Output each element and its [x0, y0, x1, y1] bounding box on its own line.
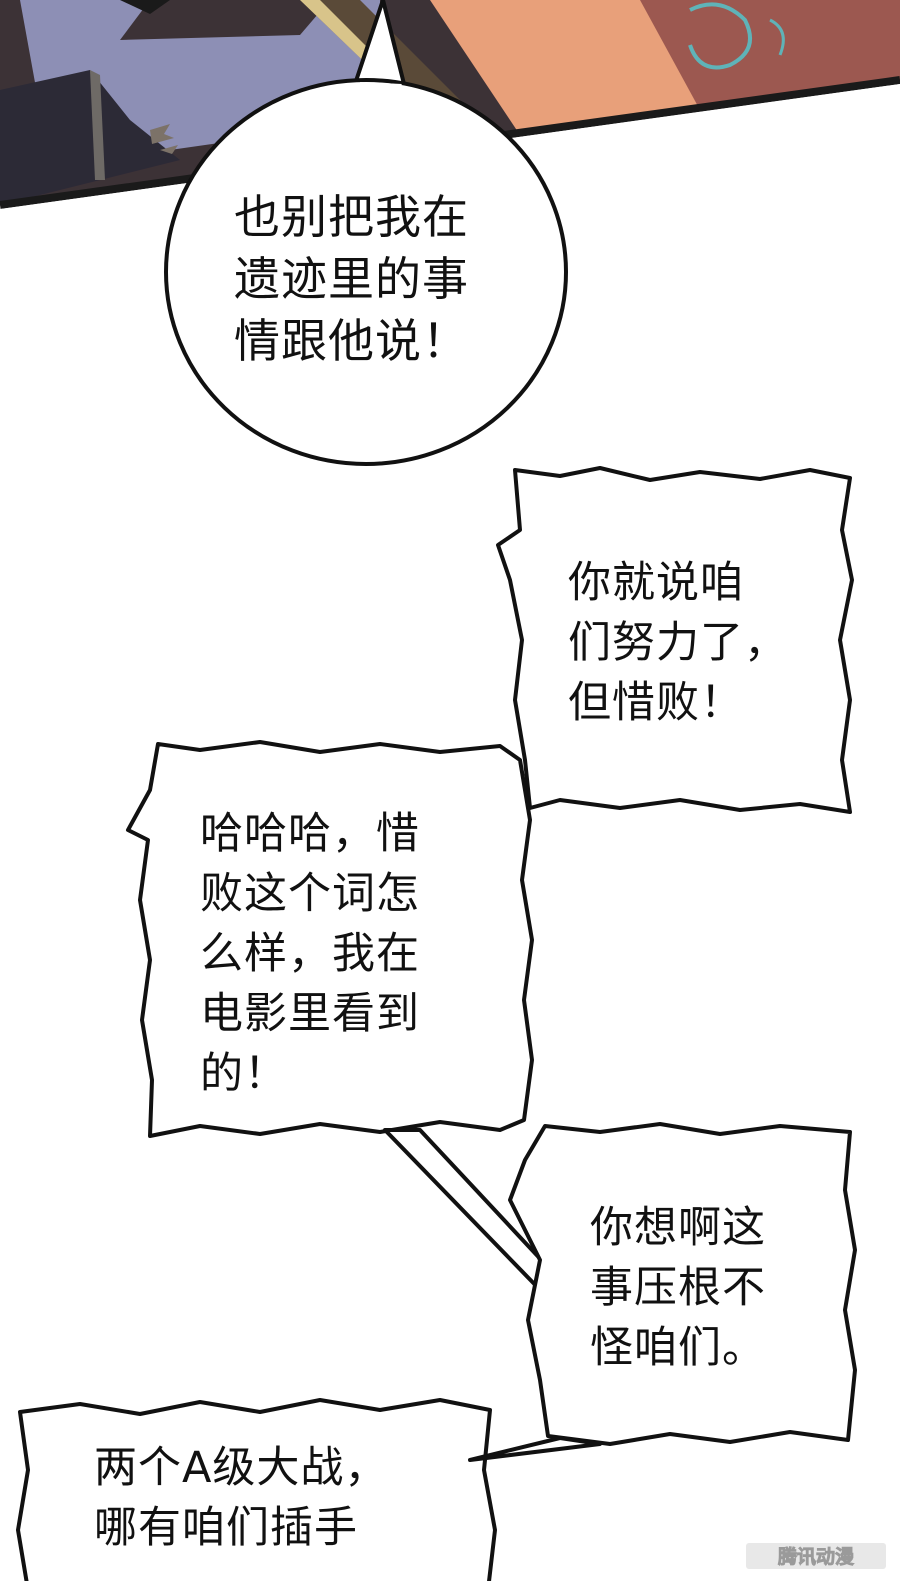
bubble-text-5: 两个A级大战， 哪有咱们插手: [94, 1438, 388, 1558]
bubble-line: 们努力了，: [568, 618, 788, 668]
jagged-bubble-outline-2: [496, 466, 854, 814]
bubble-line: 么样，我在: [200, 929, 420, 979]
bubble-line: 事压根不: [590, 1263, 766, 1313]
skin-shadow: [640, 0, 900, 110]
skin-tattoo-detail: [769, 18, 785, 56]
character-hair: [120, 0, 170, 14]
bubble-line: 怪咱们。: [590, 1323, 766, 1373]
bubble-line: 也别把我在: [234, 190, 469, 244]
watermark-logo-icon: 腾讯动漫: [746, 1543, 886, 1569]
jagged-bubble-outline-3: [126, 740, 534, 1138]
bubble-line: 你想啊这: [590, 1203, 766, 1253]
bubble-line: 情跟他说！: [234, 314, 469, 368]
jagged-bubble-outline-5: [16, 1398, 497, 1581]
bubble-text-4: 你想啊这 事压根不 怪咱们。: [590, 1198, 766, 1378]
bubble-line: 你就说咱: [568, 558, 744, 608]
bubble-line: 但惜败！: [568, 678, 744, 728]
publisher-watermark: 腾讯动漫: [746, 1541, 886, 1571]
jagged-bubble-outline-4: [508, 1122, 857, 1446]
bubble-line: 两个A级大战，: [94, 1443, 389, 1493]
bubble-line: 遗迹里的事: [234, 252, 469, 306]
bubble-line: 败这个词怎: [200, 869, 420, 919]
bubble-line: 的！: [200, 1049, 288, 1099]
coat-buttons: [150, 124, 178, 154]
bubble-text-2: 你就说咱 们努力了， 但惜败！: [568, 553, 788, 733]
bubble-tail-spike: [468, 1436, 602, 1462]
bubble-line: 电影里看到: [200, 989, 420, 1039]
character-coat: [0, 70, 180, 205]
bubble-line: 哪有咱们插手: [94, 1503, 358, 1553]
bubble-text-1: 也别把我在 遗迹里的事 情跟他说！: [234, 186, 469, 372]
skin-tattoo: [688, 2, 752, 70]
coat-collar-trim: [90, 70, 105, 180]
bubble-text-3: 哈哈哈，惜 败这个词怎 么样，我在 电影里看到 的！: [200, 804, 420, 1104]
bubble-line: 哈哈哈，惜: [200, 809, 420, 859]
round-speech-bubble: [164, 0, 568, 466]
watermark-text: 腾讯动漫: [777, 1545, 855, 1568]
